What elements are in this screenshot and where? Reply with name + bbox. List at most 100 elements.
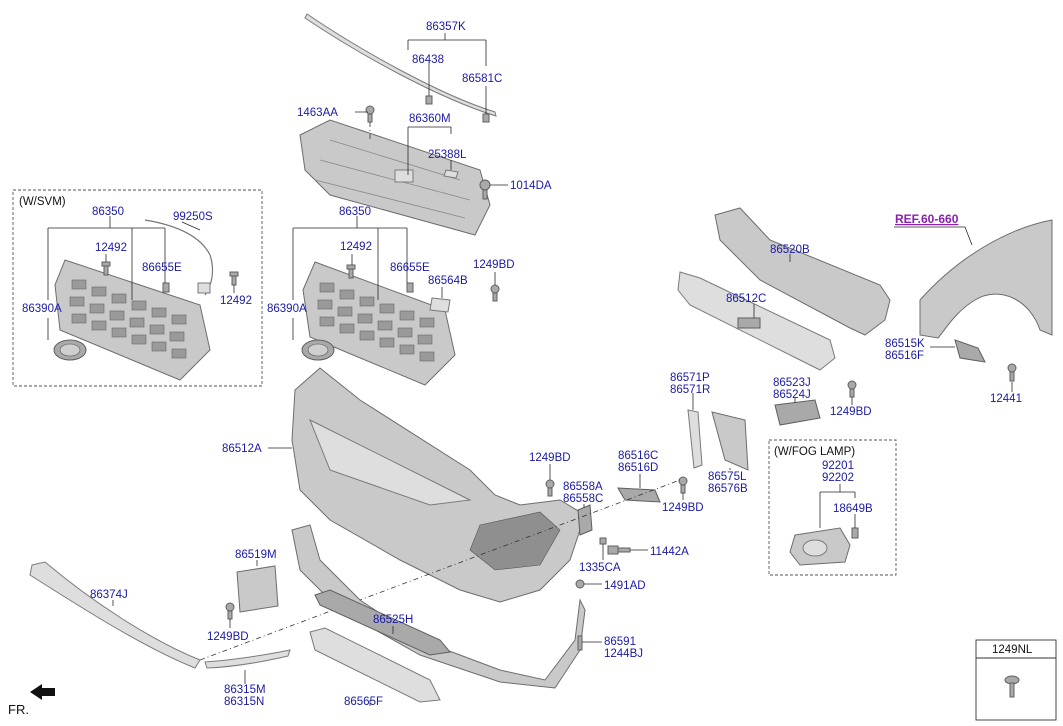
- label-86516C[interactable]: 86516C: [618, 450, 658, 462]
- label-86515K[interactable]: 86515K: [885, 338, 925, 350]
- screw-12492[interactable]: [346, 264, 356, 279]
- svm-label-12492b[interactable]: 12492: [220, 295, 252, 307]
- label-1249BD-right[interactable]: 1249BD: [830, 406, 872, 418]
- label-86591[interactable]: 86591: [604, 636, 636, 648]
- bracket-86564B[interactable]: [429, 297, 451, 313]
- label-1244BJ[interactable]: 1244BJ: [604, 648, 643, 660]
- screw-12441[interactable]: [1007, 363, 1017, 382]
- svm-emblem[interactable]: [53, 339, 87, 361]
- svm-label-86350[interactable]: 86350: [92, 206, 124, 218]
- fog-label-92202[interactable]: 92202: [822, 472, 854, 484]
- svm-radiator-grille[interactable]: [54, 259, 211, 381]
- label-86571P[interactable]: 86571P: [670, 372, 710, 384]
- bolt-1463AA[interactable]: [365, 105, 375, 123]
- label-11442A[interactable]: 11442A: [650, 546, 689, 558]
- label-1249BD-lower[interactable]: 1249BD: [207, 631, 249, 643]
- label-1249BD-grille[interactable]: 1249BD: [473, 259, 515, 271]
- label-86357K[interactable]: 86357K: [426, 21, 466, 33]
- fog-screw-18649B[interactable]: [851, 527, 859, 539]
- label-86350[interactable]: 86350: [339, 206, 371, 218]
- label-1249BD-center[interactable]: 1249BD: [662, 502, 704, 514]
- front-fender[interactable]: [919, 219, 1053, 339]
- bracket-86558A[interactable]: [577, 504, 593, 536]
- label-86315N[interactable]: 86315N: [224, 696, 264, 708]
- label-1463AA[interactable]: 1463AA: [297, 107, 338, 119]
- upper-moulding-strip[interactable]: [304, 13, 497, 117]
- bolt-1249BD-center[interactable]: [678, 476, 688, 494]
- label-86575L[interactable]: 86575L: [708, 471, 747, 483]
- label-86576B[interactable]: 86576B: [708, 483, 748, 495]
- label-86564B[interactable]: 86564B: [428, 275, 468, 287]
- svm-option-box: [12, 189, 263, 387]
- label-12492[interactable]: 12492: [340, 241, 372, 253]
- bolt-11442A[interactable]: [607, 545, 631, 555]
- label-86390A[interactable]: 86390A: [267, 303, 307, 315]
- bracket-86523J[interactable]: [774, 399, 821, 426]
- label-86360M[interactable]: 86360M: [409, 113, 451, 125]
- svm-camera-99250S[interactable]: [144, 219, 214, 296]
- nut-1335CA[interactable]: [599, 537, 607, 545]
- lower-garnish-86374J[interactable]: [29, 561, 201, 669]
- fog-label-92201[interactable]: 92201: [822, 460, 854, 472]
- label-12441[interactable]: 12441: [990, 393, 1022, 405]
- label-86374J[interactable]: 86374J: [90, 589, 128, 601]
- fog-lamp-assembly[interactable]: [789, 527, 851, 566]
- label-86512C[interactable]: 86512C: [726, 293, 766, 305]
- svm-label-86390A[interactable]: 86390A: [22, 303, 62, 315]
- legend-label-1249NL[interactable]: 1249NL: [992, 644, 1033, 656]
- skid-strip-86315M[interactable]: [204, 649, 291, 669]
- energy-absorber[interactable]: [714, 207, 891, 336]
- svm-label-99250S[interactable]: 99250S: [173, 211, 213, 223]
- license-plate-bracket[interactable]: [236, 565, 279, 613]
- label-86512A[interactable]: 86512A: [222, 443, 262, 455]
- label-86523J[interactable]: 86523J: [773, 377, 811, 389]
- label-86438[interactable]: 86438: [412, 54, 444, 66]
- lower-skid-86565F[interactable]: [309, 627, 441, 703]
- svm-label-86655E[interactable]: 86655E: [142, 262, 182, 274]
- radiator-grille[interactable]: [302, 261, 456, 386]
- front-bumper-cover[interactable]: [291, 367, 586, 603]
- front-direction-label: FR.: [8, 702, 29, 717]
- label-86315M[interactable]: 86315M: [224, 684, 266, 696]
- clip-86655E[interactable]: [406, 282, 414, 293]
- ref-60-660-link[interactable]: REF.60-660: [895, 212, 959, 226]
- label-86558C[interactable]: 86558C: [563, 493, 603, 505]
- label-86520B[interactable]: 86520B: [770, 244, 810, 256]
- label-86524J[interactable]: 86524J: [773, 389, 811, 401]
- grille-support-panel[interactable]: [299, 119, 491, 236]
- label-1491AD[interactable]: 1491AD: [604, 580, 646, 592]
- label-86516F[interactable]: 86516F: [885, 350, 924, 362]
- bolt-1249BD-right[interactable]: [847, 380, 857, 398]
- svm-clip-86655E[interactable]: [162, 282, 170, 293]
- bracket-86515K[interactable]: [954, 339, 986, 363]
- air-guide-86575L[interactable]: [711, 411, 749, 471]
- label-86525H[interactable]: 86525H: [373, 614, 413, 626]
- label-1014DA[interactable]: 1014DA: [510, 180, 552, 192]
- bolt-1249BD-bumper[interactable]: [545, 479, 555, 497]
- bolt-1249BD-lower[interactable]: [225, 602, 235, 620]
- clip-86438[interactable]: [425, 95, 433, 105]
- bumper-beam-mesh[interactable]: [677, 271, 836, 371]
- label-25388L[interactable]: 25388L: [428, 149, 467, 161]
- label-86655E[interactable]: 86655E: [390, 262, 430, 274]
- label-plate-25388L[interactable]: [443, 169, 459, 179]
- label-86519M[interactable]: 86519M: [235, 549, 277, 561]
- clip-1491AD[interactable]: [575, 579, 585, 589]
- label-86516D[interactable]: 86516D: [618, 462, 658, 474]
- label-1335CA[interactable]: 1335CA: [579, 562, 621, 574]
- label-86565F[interactable]: 86565F: [344, 696, 383, 708]
- fog-lamp-option-box: [768, 439, 897, 576]
- label-86571R[interactable]: 86571R: [670, 384, 710, 396]
- fog-label-18649B[interactable]: 18649B: [833, 503, 873, 515]
- label-1249BD-bumper[interactable]: 1249BD: [529, 452, 571, 464]
- label-86581C[interactable]: 86581C: [462, 73, 502, 85]
- side-strip-86571P[interactable]: [687, 409, 703, 469]
- clip-86581C[interactable]: [482, 113, 490, 123]
- screw-86591[interactable]: [577, 635, 583, 651]
- label-86558A[interactable]: 86558A: [563, 481, 603, 493]
- bolt-1249BD-grille[interactable]: [490, 284, 500, 302]
- svm-label-12492a[interactable]: 12492: [95, 242, 127, 254]
- front-emblem[interactable]: [301, 339, 335, 361]
- svm-screw-12492b[interactable]: [229, 271, 239, 286]
- lower-grille-86525H[interactable]: [314, 589, 451, 656]
